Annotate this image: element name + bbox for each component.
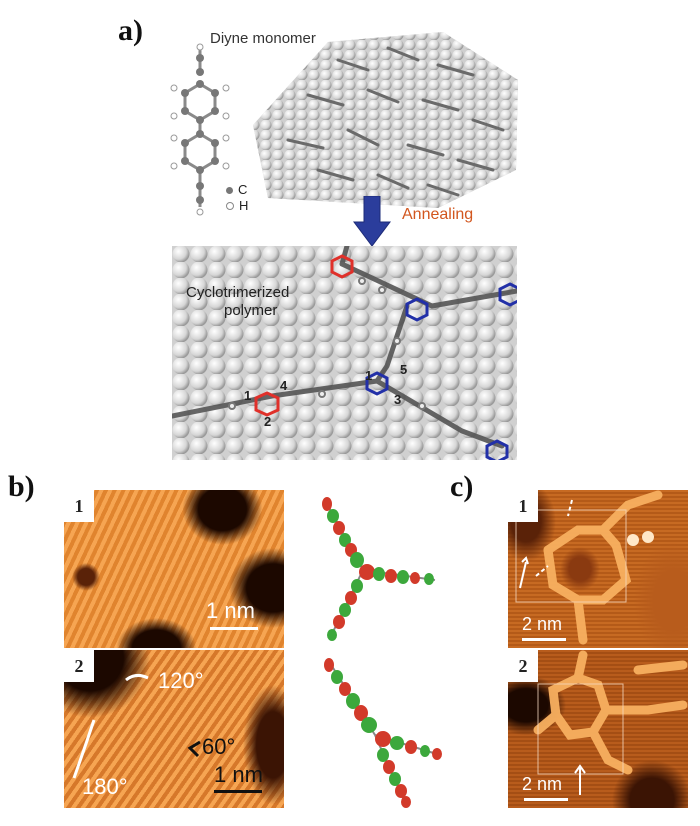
atom-label-5: 5 [400,362,408,377]
stm-b2-number: 2 [64,650,94,682]
angle-arcs [72,673,201,779]
atom-label-1b: 1 [365,368,373,383]
c1-features [515,490,663,645]
stm-c1-scale-bar [522,638,566,641]
stm-c1-scale-label: 2 nm [522,614,563,634]
panel-a-letter: a) [118,14,143,47]
atom-label-4: 4 [280,378,288,393]
angle-60-label: 60° [202,734,236,759]
stm-c2-scale-bar [524,798,568,801]
stm-b1-scale-bar [210,627,258,630]
stm-b1-scale-label: 1 nm [206,598,255,623]
diyne-monomer-structure [170,43,230,216]
stm-image-c1: 1 2 nm [508,490,688,648]
stm-b2-scale-bar [214,790,262,793]
angle-180-label: 180° [82,774,128,799]
atom-label-2: 2 [264,414,272,429]
panel-b-letter: b) [8,470,35,503]
orbital-diagram-1 [322,497,436,641]
legend-carbon: C [226,182,247,197]
orbital-diagram-2 [324,658,442,808]
polymer-surface-illustration [172,246,517,460]
annealing-arrow-icon [353,196,391,247]
stm-image-b2: 2 120° 60° 180° 1 nm [64,650,284,808]
legend-carbon-label: C [238,182,248,197]
carbon-dot-icon [226,187,233,194]
legend-hydrogen-label: H [239,198,249,213]
stm-image-b1: 1 1 nm [64,490,284,648]
stm-c1-number: 1 [508,490,538,522]
panel-c-letter: c) [450,470,474,503]
stm-c2-number: 2 [508,650,538,682]
annealing-label: Annealing [402,206,474,223]
angle-120-label: 120° [158,668,204,693]
atom-label-1: 1 [244,388,252,403]
polymer-label-line1: Cyclotrimerized [186,284,290,301]
stm-c2-scale-label: 2 nm [522,774,563,794]
stm-b2-scale-label: 1 nm [214,762,263,787]
stm-b1-number: 1 [64,490,94,522]
legend-hydrogen: H [226,198,248,213]
atom-label-3: 3 [394,392,402,407]
polymer-label-line2: polymer [224,302,278,319]
monomer-surface-illustration [253,32,518,208]
stm-image-c2: 2 2 nm [508,650,688,808]
hydrogen-dot-icon [226,202,234,210]
c2-features [533,650,688,795]
monomer-title: Diyne monomer [210,30,316,47]
